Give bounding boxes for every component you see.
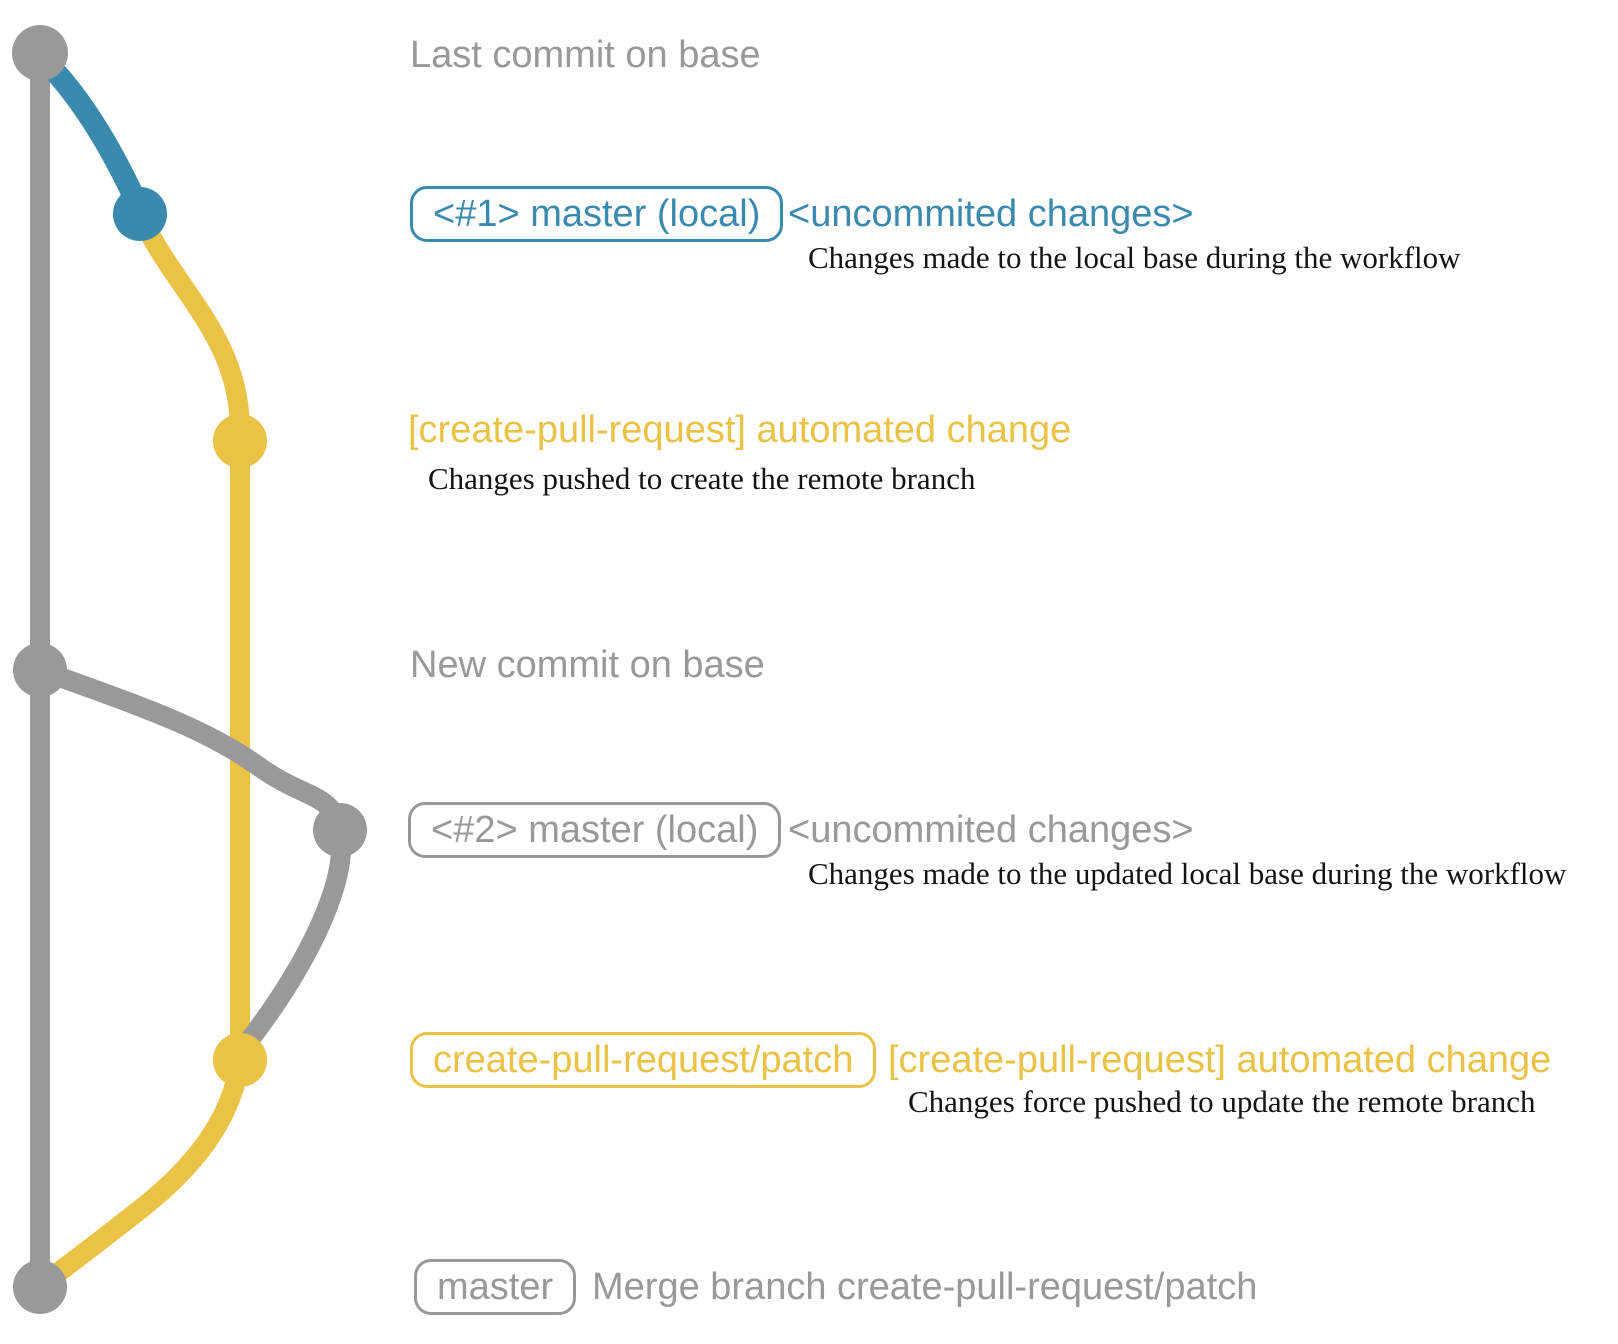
commit-annotation-uncommited-1: <uncommited changes>	[788, 193, 1194, 235]
remote-patch-branch-line	[130, 209, 250, 1060]
commit-dot-remote-created	[213, 414, 267, 468]
commit-annotation-automated-1: [create-pull-request] automated change	[408, 409, 1072, 451]
commit-annotation-merge: Merge branch create-pull-request/patch	[592, 1266, 1258, 1308]
commit-description-3: Changes made to the updated local base d…	[808, 856, 1567, 891]
commit-annotation-uncommited-2: <uncommited changes>	[788, 809, 1194, 851]
commit-description-4: Changes force pushed to update the remot…	[908, 1084, 1536, 1119]
git-graph	[12, 25, 367, 1314]
commit-dot-local-master-2	[313, 803, 367, 857]
branch-badge-local-master-1-text: <#1> master (local)	[433, 192, 761, 235]
branch-badge-local-master-2-text: <#2> master (local)	[431, 808, 759, 851]
commit-label-new-base: New commit on base	[410, 644, 765, 686]
commit-description-2: Changes pushed to create the remote bran…	[428, 461, 976, 496]
commit-dot-last-base	[12, 25, 68, 81]
merge-into-master-line	[38, 1058, 250, 1292]
local-master-branch-line	[29, 45, 151, 221]
branch-badge-patch-text: create-pull-request/patch	[433, 1038, 854, 1081]
commit-dot-new-base	[13, 643, 67, 697]
branch-badge-local-master-1: <#1> master (local)	[410, 186, 784, 242]
commit-dot-local-master-1	[113, 187, 167, 241]
branch-badge-local-master-2: <#2> master (local)	[408, 802, 782, 858]
commit-dot-merge	[13, 1260, 67, 1314]
branch-badge-master-text: master	[437, 1265, 554, 1308]
updated-local-master-branch-line	[36, 660, 352, 1049]
branch-badge-master: master	[414, 1259, 577, 1315]
commit-dot-remote-updated	[213, 1033, 267, 1087]
branch-badge-patch: create-pull-request/patch	[410, 1032, 877, 1088]
commit-label-last-base: Last commit on base	[410, 34, 761, 76]
commit-annotation-automated-2: [create-pull-request] automated change	[888, 1039, 1552, 1081]
commit-description-1: Changes made to the local base during th…	[808, 240, 1461, 275]
